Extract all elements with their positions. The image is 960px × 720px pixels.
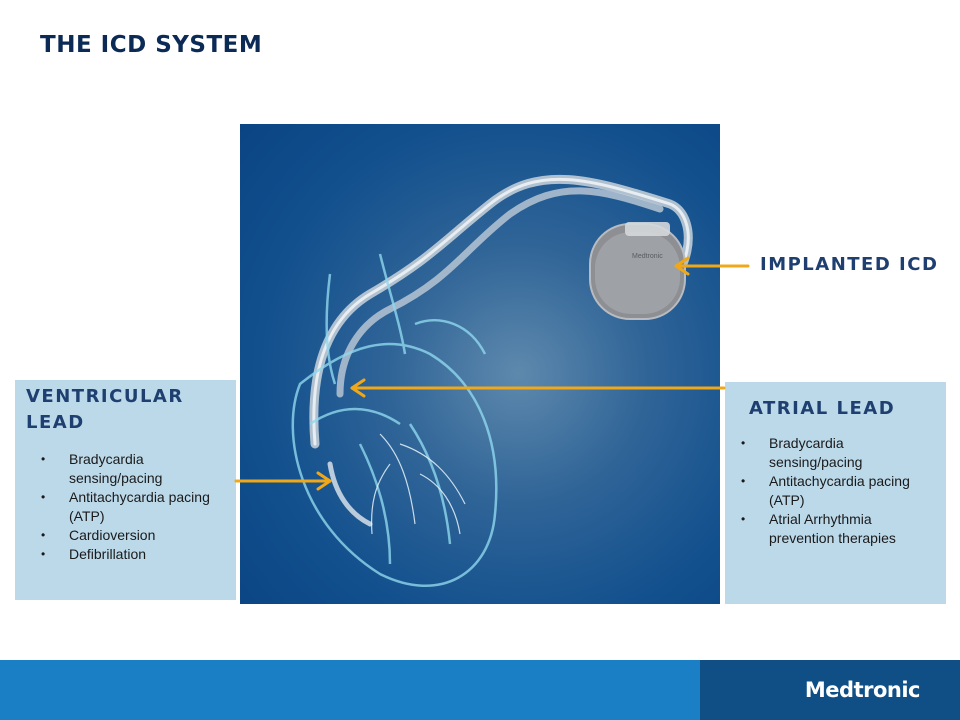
heart-outline — [291, 253, 498, 587]
atrial-arrow-head — [350, 378, 366, 398]
icd-arrow-head — [674, 256, 690, 276]
list-item: Antitachycardia pacing (ATP) — [741, 472, 936, 510]
ventricular-lead-list: Bradycardia sensing/pacing Antitachycard… — [41, 450, 231, 564]
atrial-lead-panel: ATRIAL LEAD Bradycardia sensing/pacing A… — [725, 382, 946, 604]
heart-vessels — [370, 433, 466, 535]
footer-bar: Medtronic — [0, 660, 960, 720]
atrial-lead-heading: ATRIAL LEAD — [749, 398, 896, 419]
list-item: Defibrillation — [41, 545, 231, 564]
ventricular-lead-panel: VENTRICULAR LEAD Bradycardia sensing/pac… — [15, 380, 236, 600]
implanted-icd-label: IMPLANTED ICD — [760, 254, 939, 275]
icd-illustration: Medtronic — [240, 124, 720, 604]
lead-wires — [309, 174, 693, 527]
ventricular-lead-heading: VENTRICULAR LEAD — [26, 386, 184, 433]
slide-title: THE ICD SYSTEM — [40, 32, 263, 58]
list-item: Atrial Arrhythmia prevention therapies — [741, 510, 936, 548]
list-item: Antitachycardia pacing (ATP) — [41, 488, 231, 526]
list-item: Cardioversion — [41, 526, 231, 545]
atrial-lead-list: Bradycardia sensing/pacing Antitachycard… — [741, 434, 936, 548]
ventricular-arrow-head — [316, 471, 332, 491]
list-item: Bradycardia sensing/pacing — [41, 450, 231, 488]
device-label: Medtronic — [632, 253, 663, 260]
footer-logo-block: Medtronic — [700, 660, 960, 720]
list-item: Bradycardia sensing/pacing — [741, 434, 936, 472]
medtronic-logo: Medtronic — [804, 678, 921, 702]
icd-device: Medtronic — [589, 222, 686, 320]
